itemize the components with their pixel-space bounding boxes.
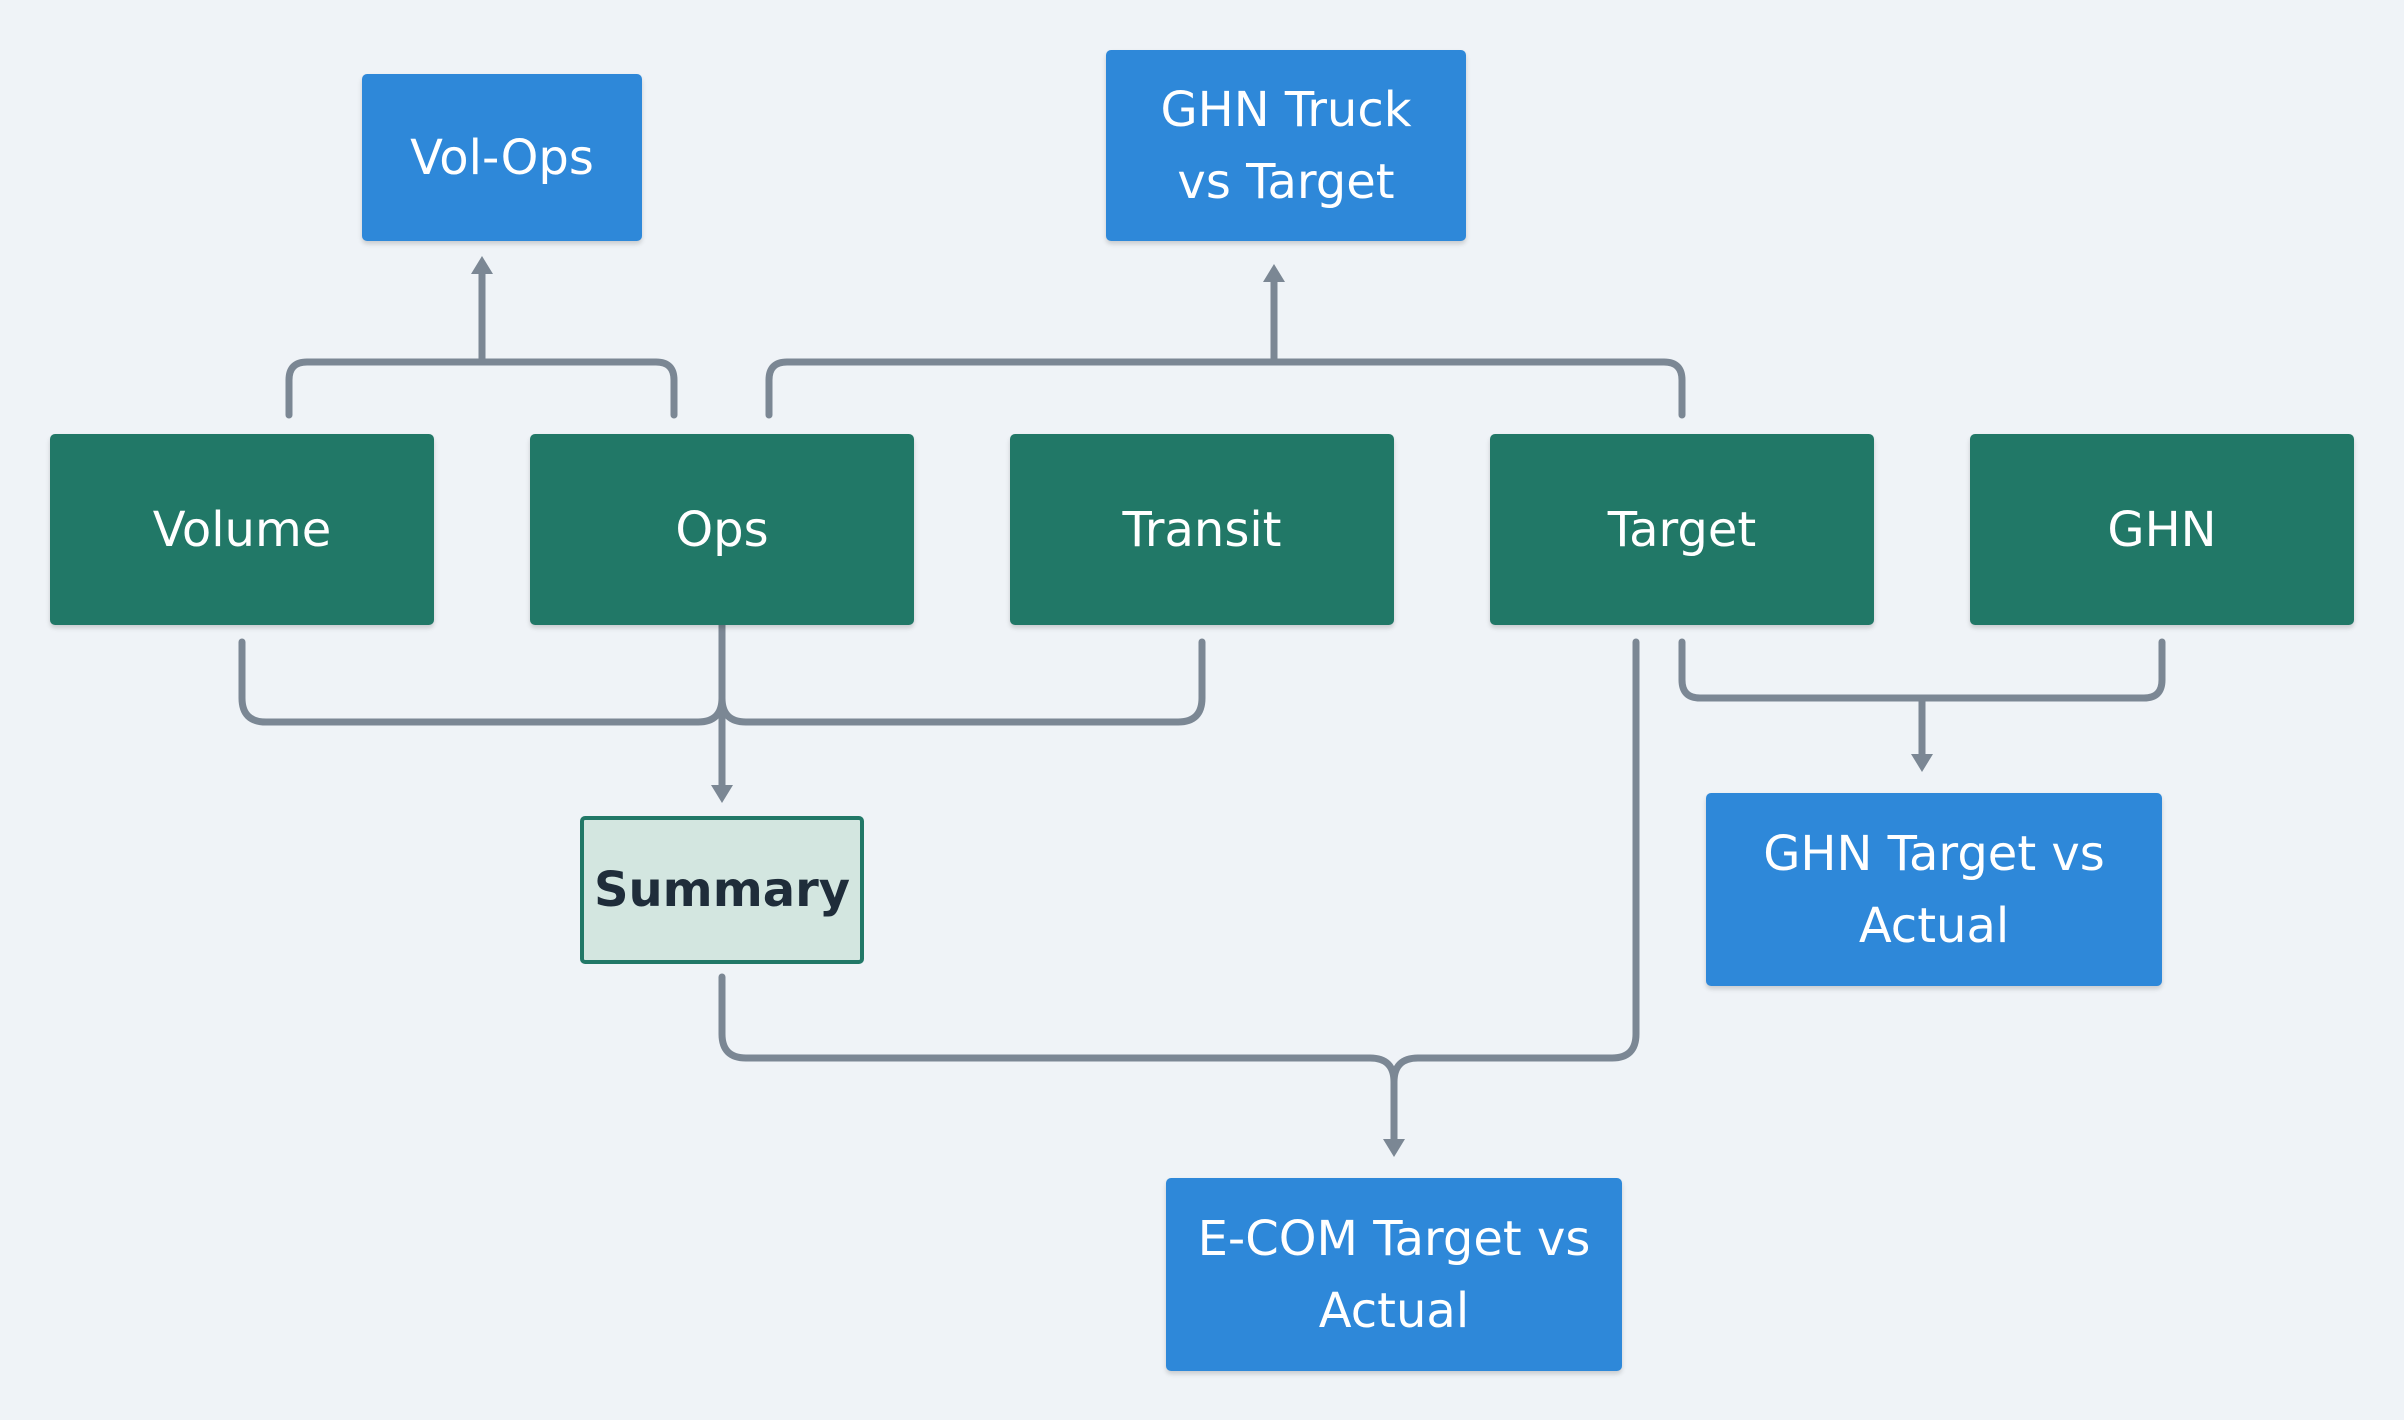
arrowhead-ecom — [1383, 1139, 1405, 1157]
edge-target-ghn-to-ghntva — [1678, 638, 2166, 761]
node-vol-ops-label: Vol-Ops — [410, 129, 594, 186]
node-ghn-truck-vs-target: GHN Truck vs Target — [1106, 50, 1466, 241]
arrowhead-volops — [471, 256, 493, 274]
node-volume: Volume — [50, 434, 434, 625]
node-ecom-target-vs-actual: E-COM Target vs Actual — [1166, 1178, 1622, 1371]
node-target-label: Target — [1607, 501, 1757, 558]
node-ecom-target-vs-actual-line-1: E-COM Target vs — [1197, 1210, 1591, 1267]
edge-volume-ops-transit-to-summary — [238, 621, 1206, 790]
node-ghn-label: GHN — [2107, 501, 2217, 558]
node-target: Target — [1490, 434, 1874, 625]
edge-ops-target-to-ghntruck — [765, 274, 1686, 419]
node-transit-label: Transit — [1122, 501, 1282, 558]
node-vol-ops: Vol-Ops — [362, 74, 642, 241]
edge-volume-ops-to-volops — [285, 266, 678, 419]
node-ghn-truck-vs-target-line-1: GHN Truck — [1160, 81, 1412, 138]
node-ops-label: Ops — [675, 501, 769, 558]
node-ops: Ops — [530, 434, 914, 625]
node-ghn: GHN — [1970, 434, 2354, 625]
edge-summary-target-to-ecom — [718, 638, 1640, 1144]
node-summary: Summary — [580, 816, 864, 964]
arrowhead-summary — [711, 785, 733, 803]
node-ghn-truck-vs-target-line-2: vs Target — [1177, 153, 1395, 210]
node-ghn-target-vs-actual: GHN Target vs Actual — [1706, 793, 2162, 986]
node-ghn-target-vs-actual-line-1: GHN Target vs — [1763, 825, 2105, 882]
node-transit: Transit — [1010, 434, 1394, 625]
node-ghn-target-vs-actual-line-2: Actual — [1858, 897, 2010, 954]
node-summary-label: Summary — [593, 862, 851, 918]
arrowhead-ghntva — [1911, 754, 1933, 772]
node-volume-label: Volume — [152, 501, 332, 558]
node-ecom-target-vs-actual-line-2: Actual — [1318, 1282, 1470, 1339]
arrowhead-ghntruck — [1263, 264, 1285, 282]
